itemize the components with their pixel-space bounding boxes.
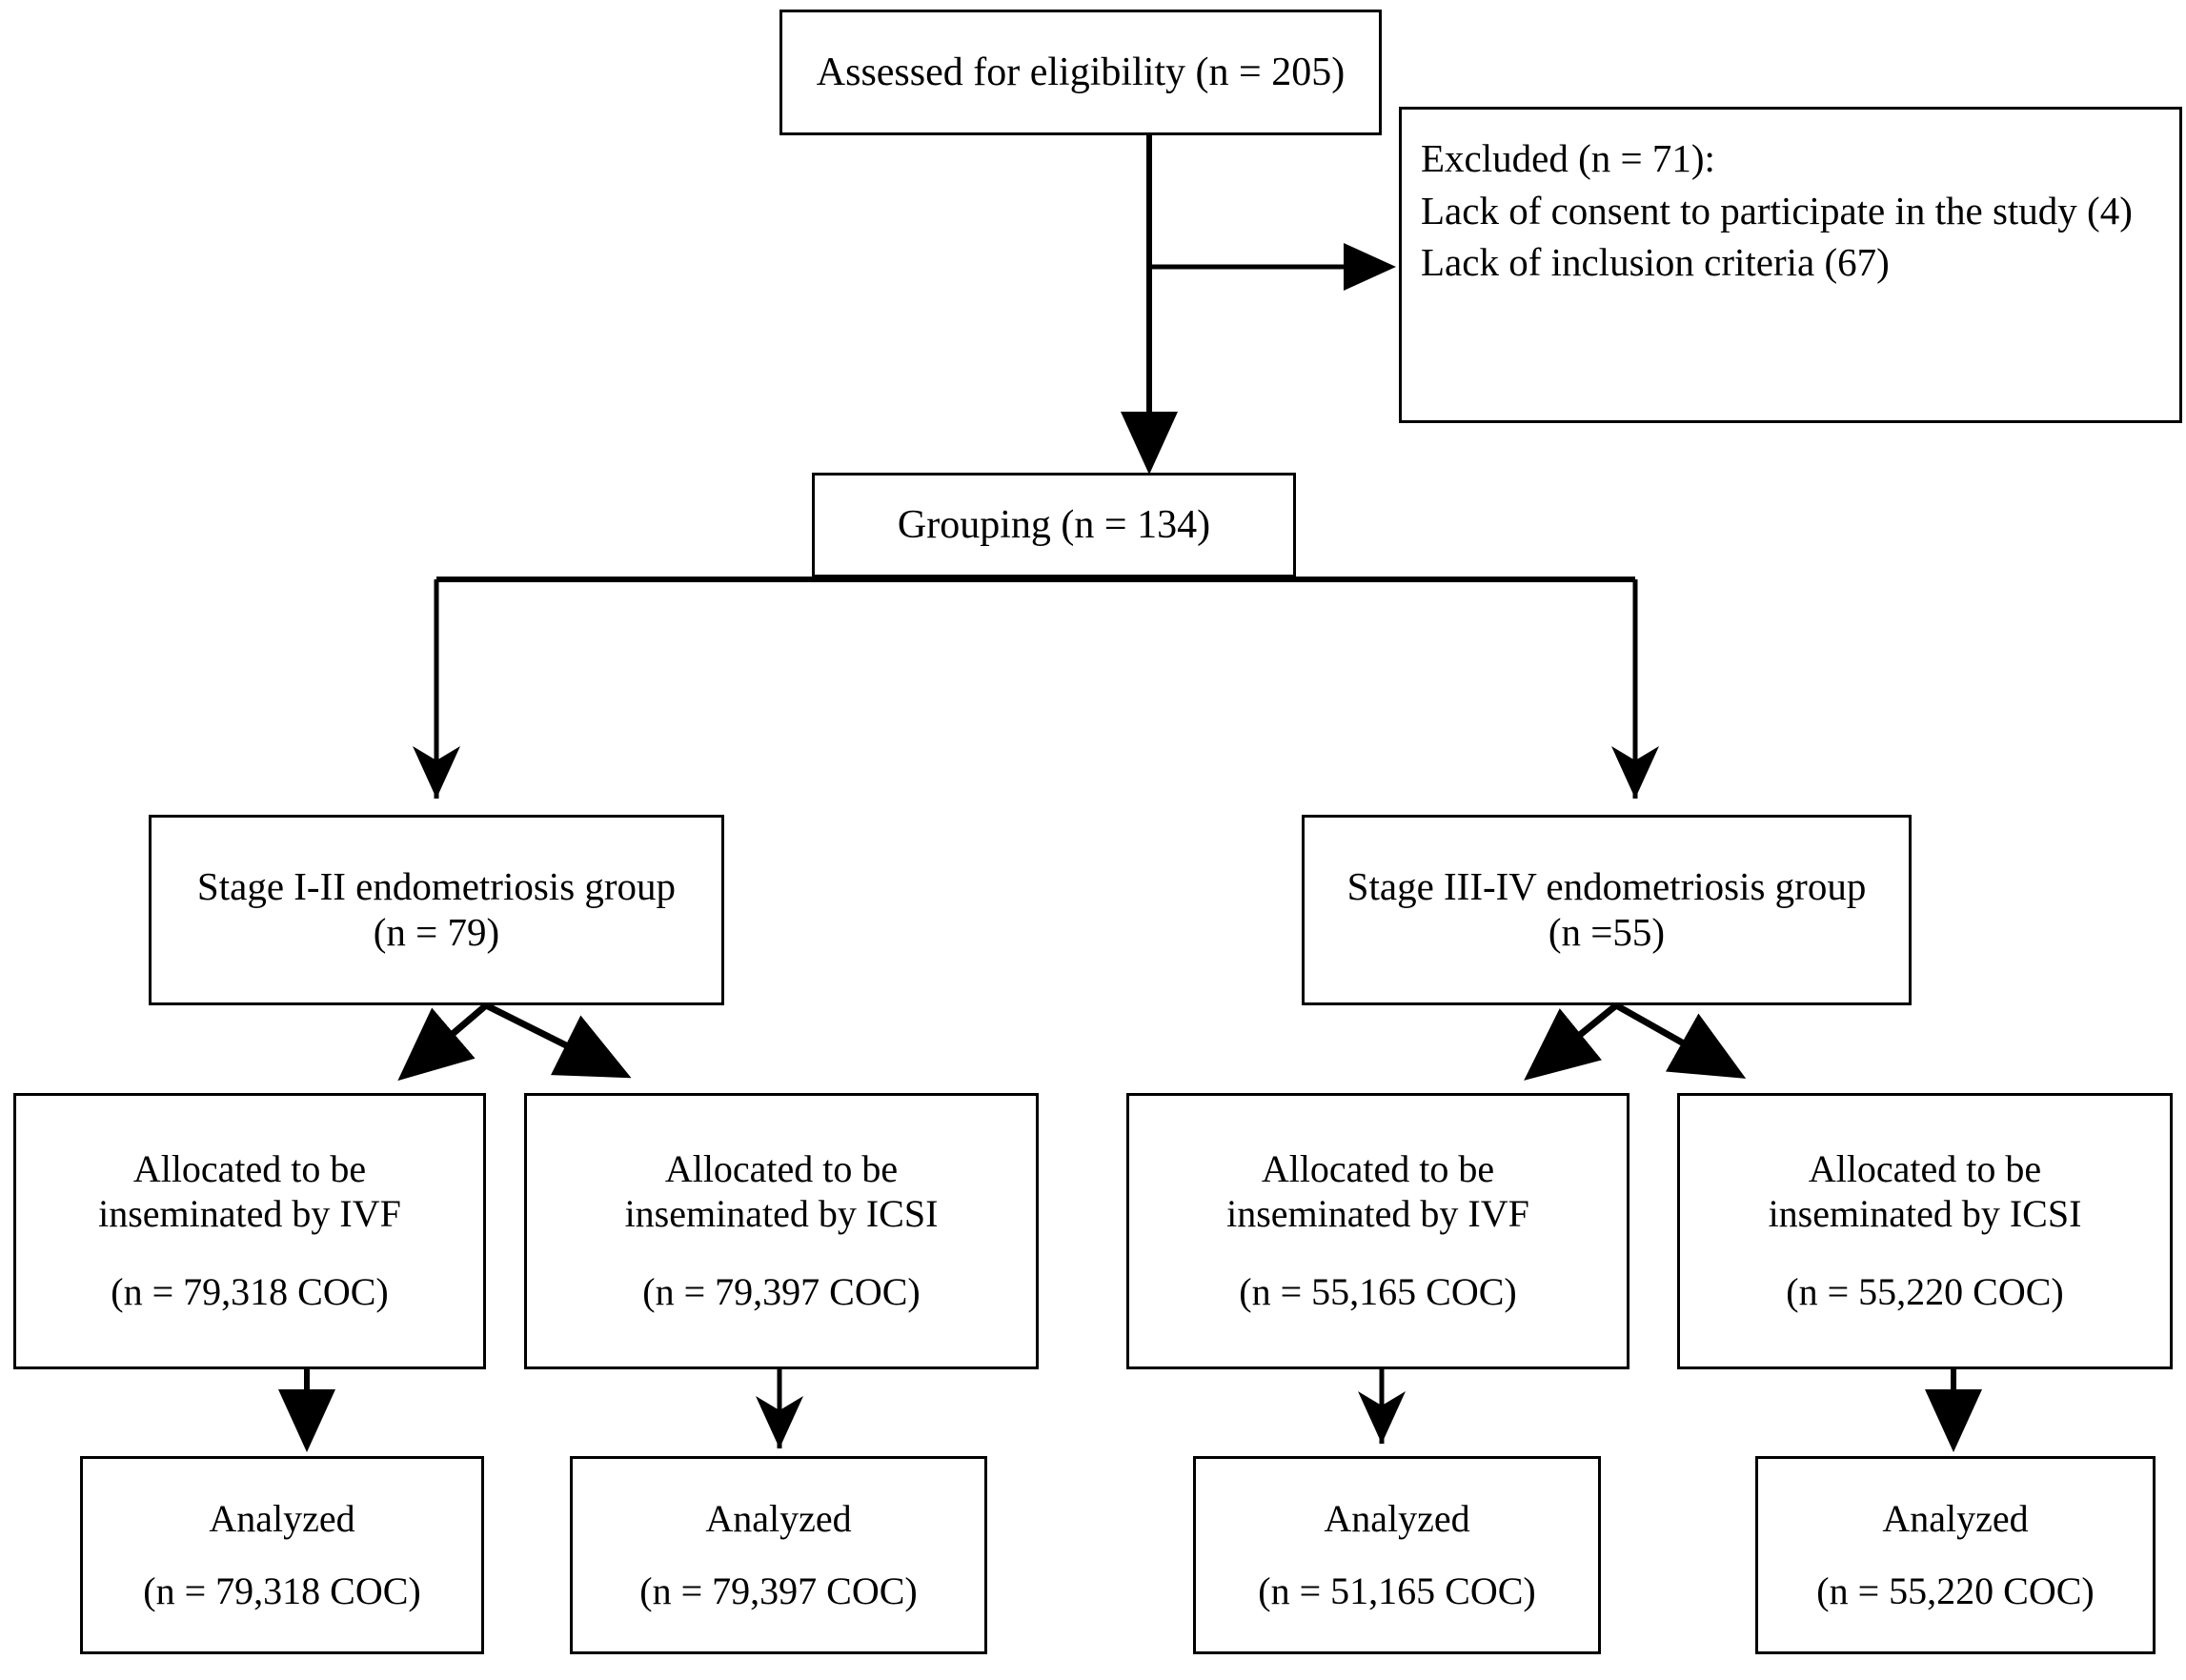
stage-3-4-line-1: Stage III-IV endometriosis group	[1346, 864, 1867, 909]
analyzed-4-line-1: Analyzed	[1882, 1496, 2029, 1540]
connector-grouping-to-stages	[413, 577, 1659, 799]
analyzed-3-line-1: Analyzed	[1324, 1496, 1470, 1540]
analyzed-4-line-2: (n = 55,220 COC)	[1816, 1569, 2095, 1612]
assessed-label: Assessed for eligibility (n = 205)	[816, 50, 1346, 94]
analyzed-1-line-1: Analyzed	[209, 1496, 355, 1540]
allocated-3-line-1: Allocated to be	[1261, 1147, 1495, 1191]
allocated-4-line-3: (n = 55,220 COC)	[1786, 1270, 2064, 1314]
allocated-2-line-2: inseminated by ICSI	[624, 1191, 939, 1235]
node-allocated-icsi-stage12[interactable]: Allocated to be inseminated by ICSI (n =…	[524, 1093, 1039, 1369]
analyzed-1-line-2: (n = 79,318 COC)	[143, 1569, 421, 1612]
allocated-2-line-1: Allocated to be	[664, 1147, 899, 1191]
node-analyzed-icsi-stage34[interactable]: Analyzed (n = 55,220 COC)	[1755, 1456, 2156, 1654]
connector-stage12-to-allocations	[397, 1002, 632, 1082]
allocated-3-line-2: inseminated by IVF	[1226, 1191, 1529, 1235]
node-grouping[interactable]: Grouping (n = 134)	[812, 473, 1296, 577]
connector-stage34-to-allocations	[1524, 1002, 1747, 1081]
node-analyzed-ivf-stage12[interactable]: Analyzed (n = 79,318 COC)	[80, 1456, 484, 1654]
analyzed-2-line-2: (n = 79,397 COC)	[639, 1569, 918, 1612]
stage-3-4-line-2: (n =55)	[1548, 910, 1666, 954]
node-analyzed-icsi-stage12[interactable]: Analyzed (n = 79,397 COC)	[570, 1456, 987, 1654]
allocated-1-line-2: inseminated by IVF	[98, 1191, 401, 1235]
node-assessed-for-eligibility[interactable]: Assessed for eligibility (n = 205)	[779, 10, 1382, 135]
node-excluded[interactable]: Excluded (n = 71): Lack of consent to pa…	[1399, 107, 2182, 423]
excluded-line-2: Lack of consent to participate in the st…	[1421, 188, 2133, 233]
analyzed-2-line-1: Analyzed	[705, 1496, 852, 1540]
allocated-4-line-2: inseminated by ICSI	[1768, 1191, 2082, 1235]
allocated-2-line-3: (n = 79,397 COC)	[642, 1270, 921, 1314]
stage-1-2-line-1: Stage I-II endometriosis group	[196, 864, 677, 909]
allocated-1-line-1: Allocated to be	[132, 1147, 367, 1191]
node-stage-1-2-group[interactable]: Stage I-II endometriosis group (n = 79)	[149, 815, 724, 1005]
allocated-1-line-3: (n = 79,318 COC)	[111, 1270, 389, 1314]
connector-allocated-to-analyzed	[278, 1369, 1982, 1452]
excluded-line-1: Excluded (n = 71):	[1421, 136, 1715, 180]
node-allocated-icsi-stage34[interactable]: Allocated to be inseminated by ICSI (n =…	[1677, 1093, 2173, 1369]
node-allocated-ivf-stage12[interactable]: Allocated to be inseminated by IVF (n = …	[13, 1093, 486, 1369]
stage-1-2-line-2: (n = 79)	[373, 910, 500, 954]
allocated-4-line-1: Allocated to be	[1808, 1147, 2042, 1191]
allocated-3-line-3: (n = 55,165 COC)	[1239, 1270, 1517, 1314]
node-stage-3-4-group[interactable]: Stage III-IV endometriosis group (n =55)	[1302, 815, 1912, 1005]
node-allocated-ivf-stage34[interactable]: Allocated to be inseminated by IVF (n = …	[1126, 1093, 1629, 1369]
grouping-label: Grouping (n = 134)	[897, 502, 1211, 547]
excluded-line-3: Lack of inclusion criteria (67)	[1421, 240, 1890, 285]
node-analyzed-ivf-stage34[interactable]: Analyzed (n = 51,165 COC)	[1193, 1456, 1601, 1654]
analyzed-3-line-2: (n = 51,165 COC)	[1258, 1569, 1536, 1612]
